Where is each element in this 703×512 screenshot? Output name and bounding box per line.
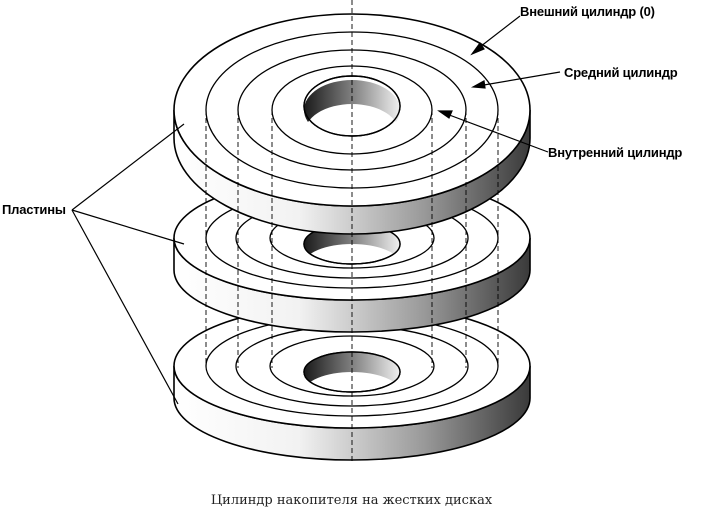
middle-cylinder-label: Средний цилиндр: [564, 65, 678, 80]
platters-label: Пластины: [2, 202, 66, 217]
platter-top: [173, 13, 531, 235]
platter-pointer-lines: [71, 123, 185, 405]
outer-cylinder-label: Внешний цилиндр (0): [520, 4, 655, 19]
figure-caption: Цилиндр накопителя на жестких дисках: [210, 493, 493, 508]
cylinder-guide-lines: [205, 0, 499, 462]
inner-cylinder-label: Внутренний цилиндр: [548, 145, 683, 160]
cylinder-pointer-arrows: [437, 15, 561, 153]
spindle-hole-wall: [304, 80, 400, 134]
